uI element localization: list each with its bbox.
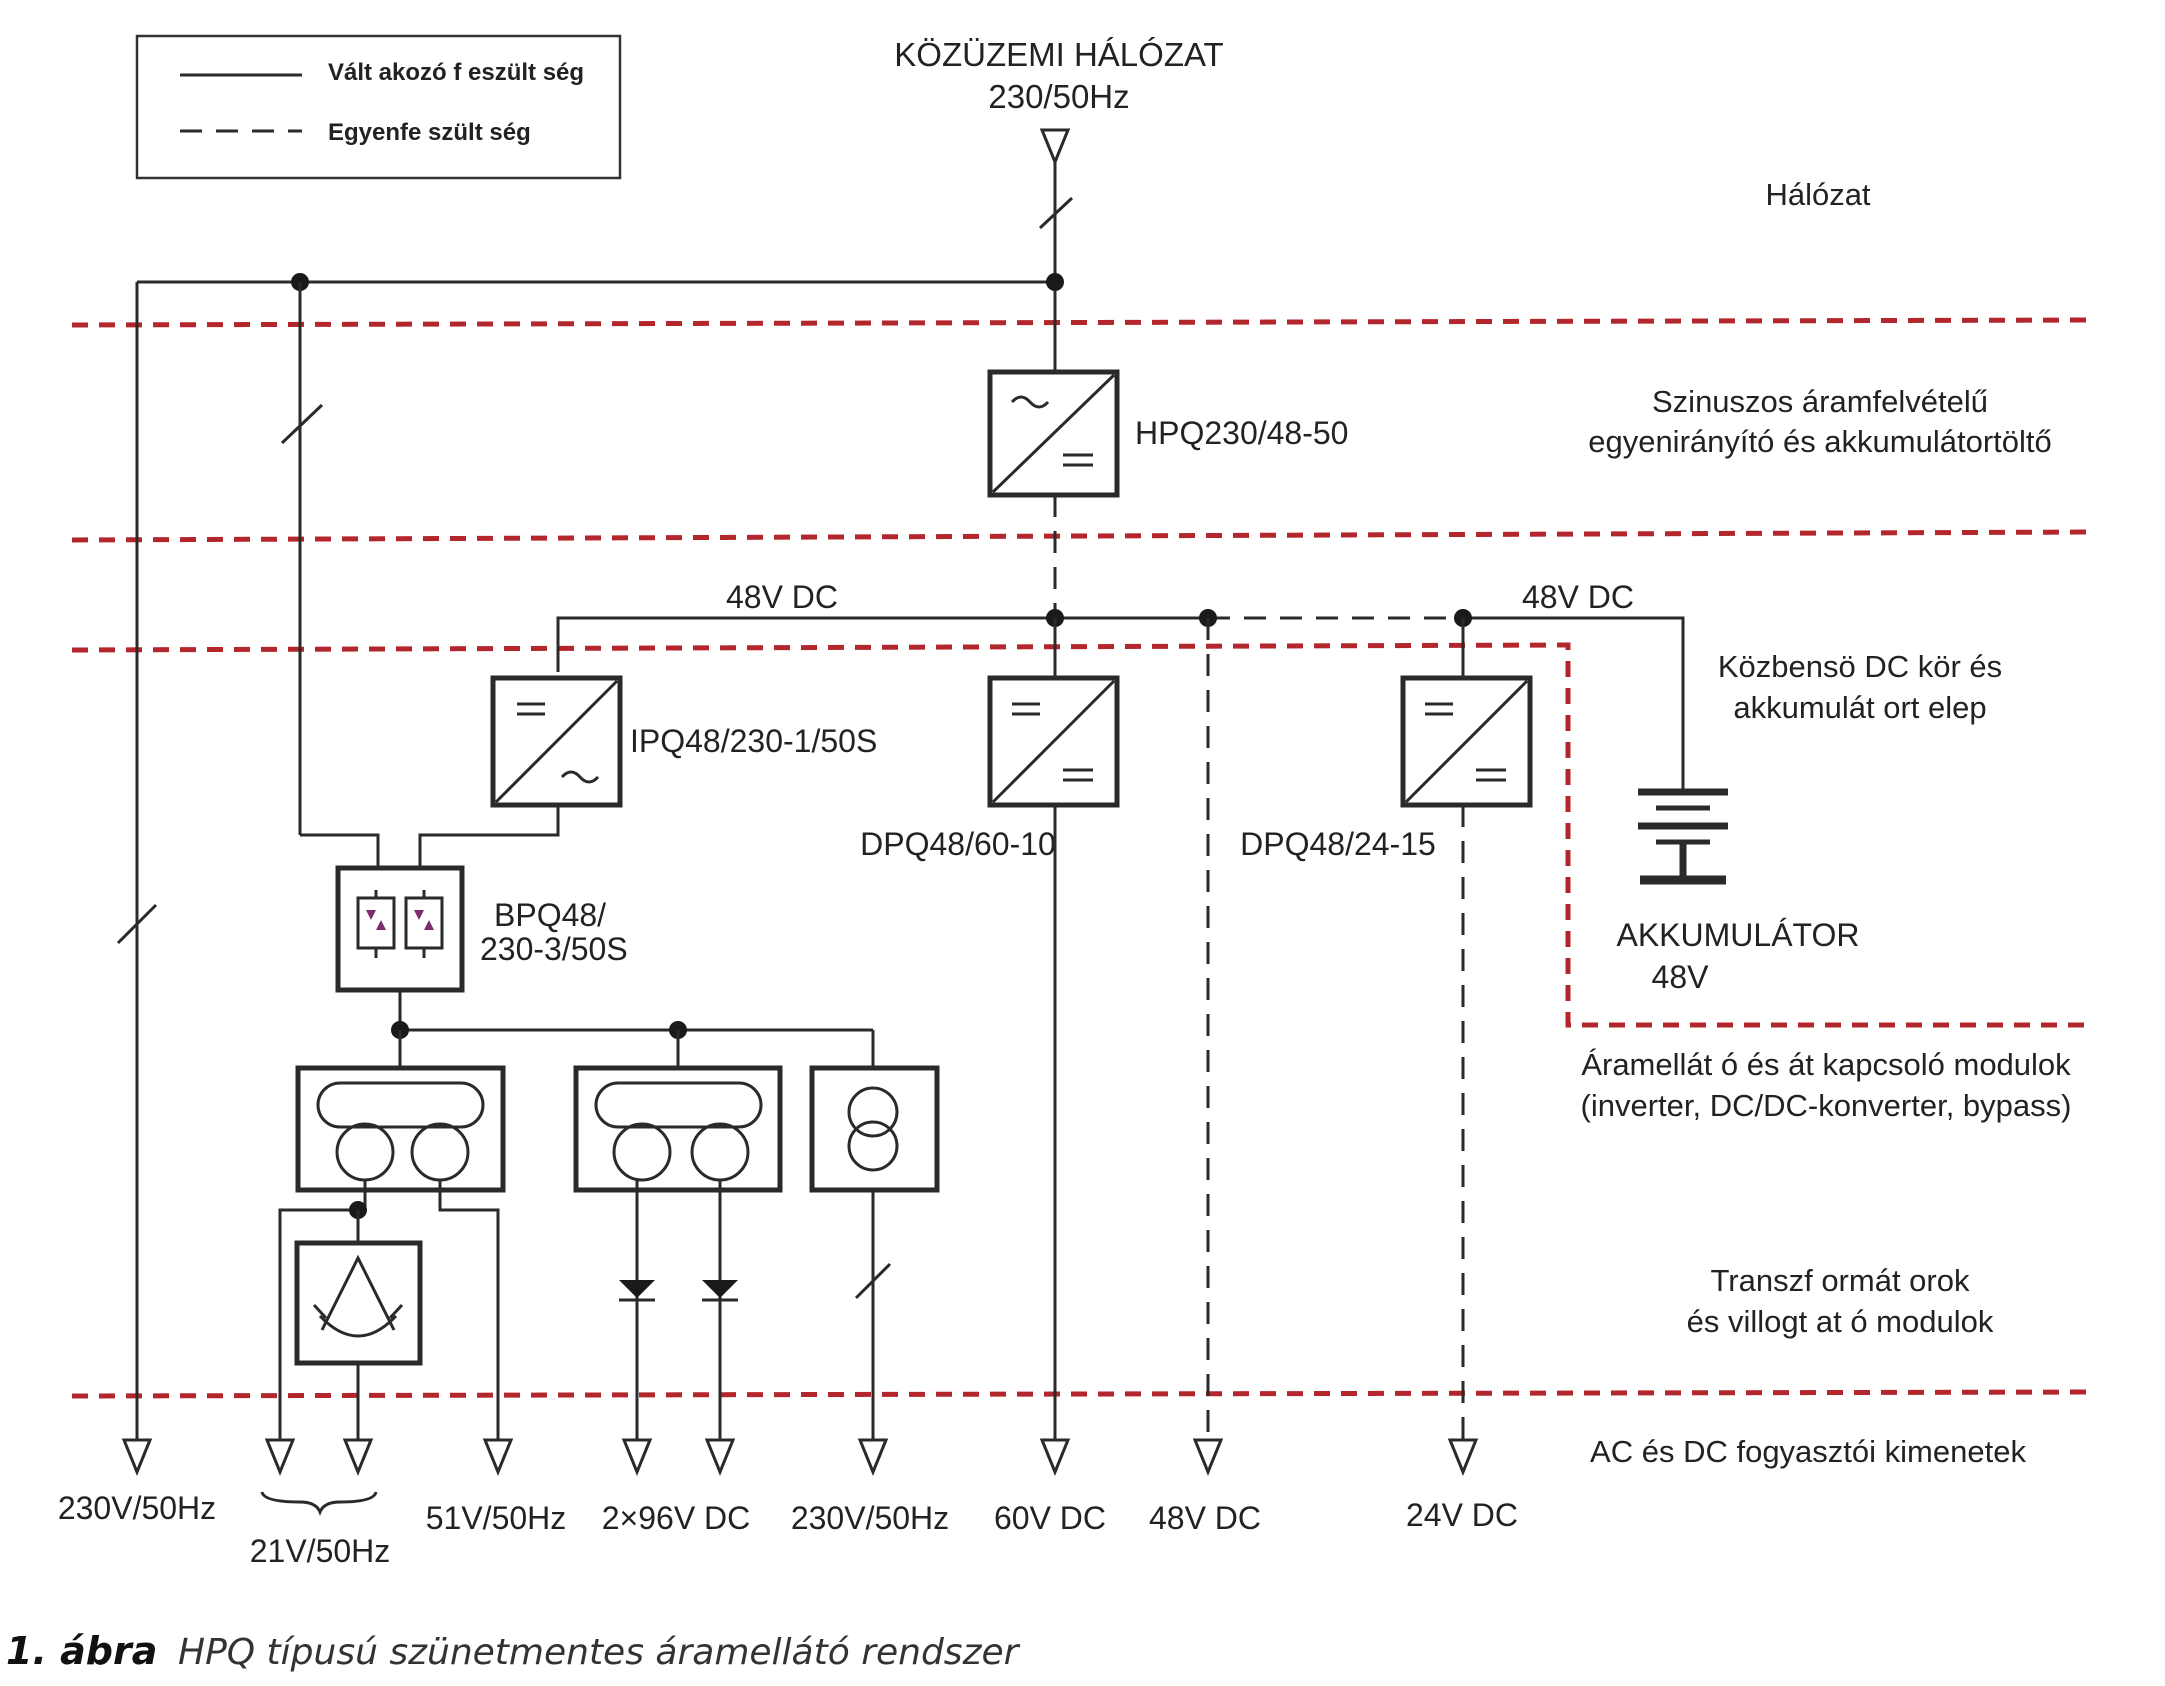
zone-label-dc-2: akkumulát ort elep [1733,690,1986,725]
bypass-label-1: BPQ48/ [494,897,606,933]
flasher-module [294,1240,423,1366]
zone-label-network: Hálózat [1765,177,1870,212]
ac-feed-wiring [116,128,1074,1440]
zone-separators [71,317,2096,1399]
zone-label-outputs: AC és DC fogyasztói kimenetek [1590,1434,2026,1469]
figure-number: 1. ábra [6,1629,157,1673]
battery-label-1: AKKUMULÁTOR [1616,917,1859,953]
output-label-5: 230V/50Hz [791,1500,949,1536]
legend: Vált akozó f eszült ség Egyenfe szült sé… [135,34,622,180]
battery-label-2: 48V [1652,959,1710,995]
grid-arrow [1039,128,1071,166]
zone-label-trafo-2: és villogt at ó modulok [1687,1304,1994,1339]
three-phase-tick [1038,196,1074,230]
figure-caption: HPQ típusú szünetmentes áramellátó rends… [178,1632,1021,1673]
zone-line-1 [71,317,2096,328]
zone-label-dc-1: Közbensö DC kör és [1718,649,2002,684]
transformer-2 [573,1065,783,1193]
zone-line-2 [71,529,2096,543]
transformer-1 [295,1065,506,1193]
dc-bus-label-left: 48V DC [726,579,838,615]
output-arrows [121,1438,1479,1476]
zone-line-4 [71,1389,2096,1399]
bypass-module [335,865,465,993]
dc-bus-label-right: 48V DC [1522,579,1634,615]
zone-label-modules-2: (inverter, DC/DC-konverter, bypass) [1581,1088,2072,1123]
output-label-8: 24V DC [1406,1497,1518,1533]
output-brace [260,1491,378,1517]
bypass-label-2: 230-3/50S [480,931,628,967]
output-label-4: 2×96V DC [602,1500,751,1536]
output-label-2: 21V/50Hz [250,1533,391,1569]
grid-title: KÖZÜZEMI HÁLÓZAT [894,36,1223,73]
zone-label-rectifier-2: egyenirányító és akkumulátortöltő [1588,424,2052,459]
battery-icon [1638,788,1728,885]
output-label-1: 230V/50Hz [58,1490,216,1526]
rectifier-module [987,369,1120,498]
dcdc-24v-module [1400,675,1533,808]
zone-label-rectifier-1: Szinuszos áramfelvételű [1652,384,1988,419]
bypass-distribution [391,990,875,1068]
inverter-label: IPQ48/230-1/50S [630,723,877,759]
rectifier-diodes [619,1280,738,1302]
legend-dc-label: Egyenfe szült ség [328,119,531,146]
transformer-3 [809,1065,940,1193]
legend-ac-label: Vált akozó f eszült ség [328,59,584,86]
output-label-3: 51V/50Hz [426,1500,567,1536]
inverter-module [490,675,623,808]
zone-line-3 [71,642,2095,1028]
grid-spec: 230/50Hz [988,78,1129,115]
legend-frame [135,34,622,180]
dcdc-60v-module [987,675,1120,808]
output-label-7: 48V DC [1149,1500,1261,1536]
zone-label-modules-1: Áramellát ó és át kapcsoló modulok [1581,1047,2071,1082]
dcdc-60v-label: DPQ48/60-10 [860,826,1056,862]
output-label-6: 60V DC [994,1500,1106,1536]
rectifier-label: HPQ230/48-50 [1135,415,1348,451]
dcdc-24v-label: DPQ48/24-15 [1240,826,1436,862]
zone-label-trafo-1: Transzf ormát orok [1711,1263,1970,1298]
